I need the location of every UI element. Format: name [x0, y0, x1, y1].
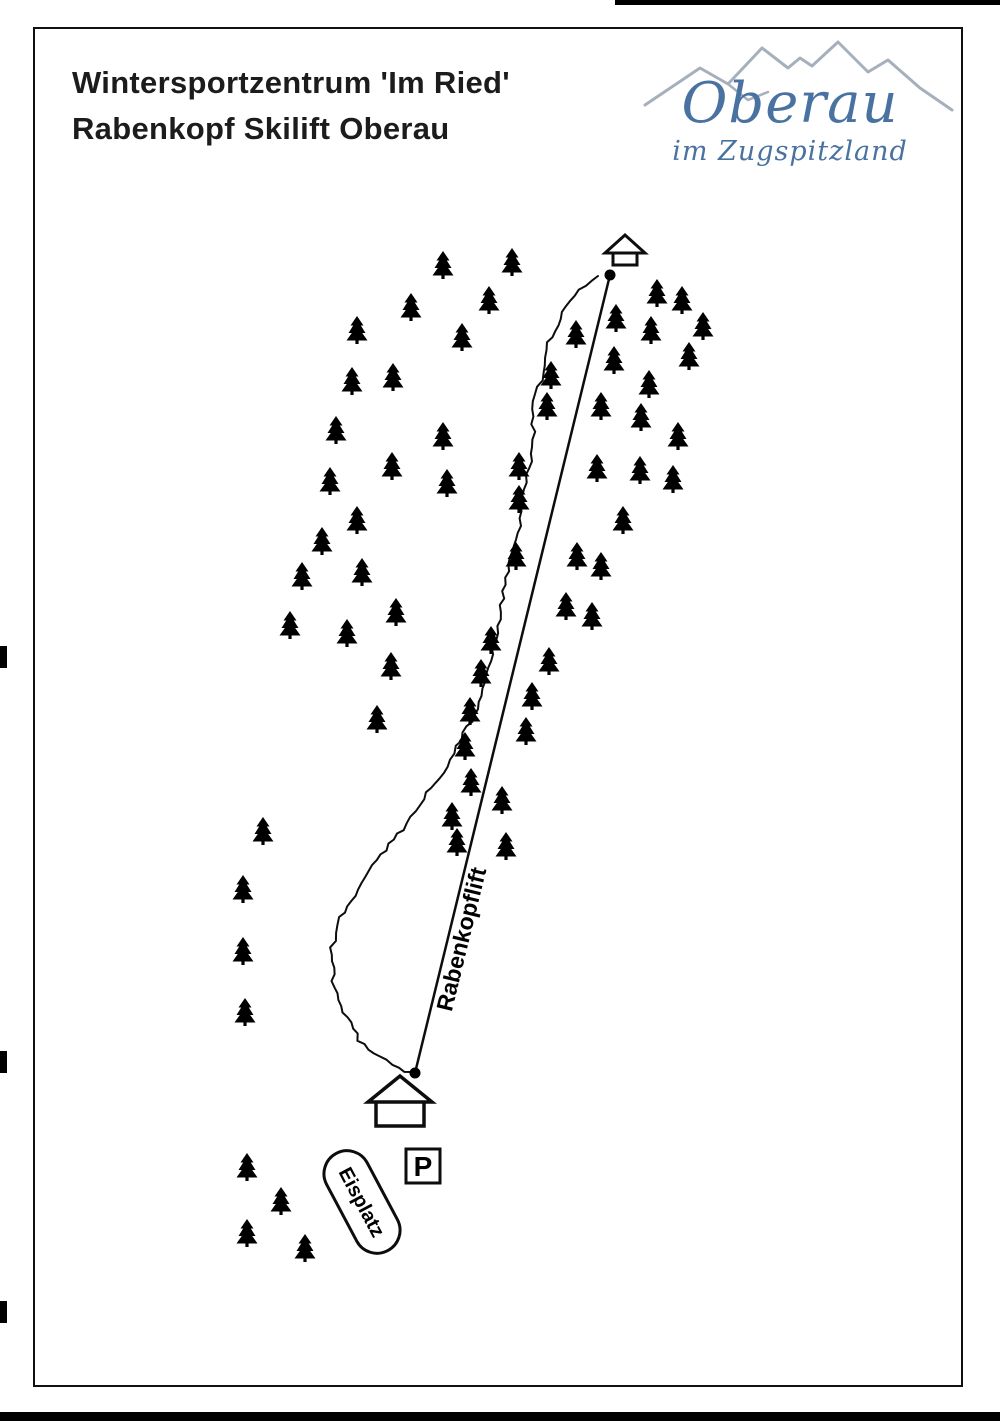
pine-tree-icon: [236, 1153, 258, 1181]
pine-tree-icon: [460, 768, 482, 796]
top-station-roof: [601, 232, 649, 255]
pine-tree-icon: [491, 786, 513, 814]
pine-tree-icon: [446, 828, 468, 856]
pine-tree-icon: [629, 456, 651, 484]
page-title: Wintersportzentrum 'Im Ried' Rabenkopf S…: [72, 60, 510, 152]
lift-line: [413, 274, 612, 1074]
pine-tree-icon: [346, 316, 368, 344]
pine-tree-icon: [536, 392, 558, 420]
pine-tree-icon: [603, 346, 625, 374]
pine-tree-icon: [538, 647, 560, 675]
parking-box: [404, 1147, 442, 1185]
logo-subtitle: im Zugspitzland: [672, 136, 908, 167]
pine-tree-icon: [508, 452, 530, 480]
parking-sign: P: [404, 1147, 442, 1185]
pine-tree-icon: [555, 592, 577, 620]
pine-tree-icon: [590, 392, 612, 420]
pine-tree-icon: [366, 705, 388, 733]
pine-tree-icon: [640, 316, 662, 344]
lift-bottom-dot: [409, 1067, 421, 1079]
pine-tree-icon: [441, 802, 463, 830]
pine-tree-icon: [678, 342, 700, 370]
pine-tree-icon: [630, 403, 652, 431]
scan-artifact-bottom: [0, 1412, 1000, 1421]
scan-artifact-left-tick: [0, 646, 7, 668]
pine-tree-icon: [385, 598, 407, 626]
pine-tree-icon: [590, 552, 612, 580]
pine-tree-icon: [501, 248, 523, 276]
ski-lift: Rabenkopflift: [409, 269, 616, 1079]
pine-tree-icon: [605, 304, 627, 332]
pine-tree-icon: [294, 1234, 316, 1262]
scan-artifact-left-tick: [0, 1301, 7, 1323]
pine-tree-icon: [382, 363, 404, 391]
pine-tree-icon: [508, 485, 530, 513]
pine-tree-icon: [454, 732, 476, 760]
pine-tree-icon: [505, 542, 527, 570]
lift-top-dot: [604, 269, 616, 281]
pine-tree-icon: [495, 832, 517, 860]
pine-tree-icon: [565, 320, 587, 348]
pine-tree-icon: [662, 465, 684, 493]
pine-tree-icon: [232, 875, 254, 903]
pine-tree-icon: [692, 312, 714, 340]
bottom-station-roof: [363, 1073, 437, 1104]
pine-tree-icon: [478, 286, 500, 314]
pine-tree-icon: [279, 611, 301, 639]
ice-rink-outline: [322, 1149, 402, 1255]
mountain-ridge-icon: [726, 82, 770, 102]
slope-boundary-line: [329, 275, 599, 1073]
parking-label: P: [414, 1151, 433, 1182]
lift-label: Rabenkopflift: [431, 864, 491, 1013]
pine-tree-icon: [380, 652, 402, 680]
pine-tree-icon: [325, 416, 347, 444]
top-station-icon: [601, 232, 649, 267]
pine-tree-icon: [667, 422, 689, 450]
bottom-station-icon: [363, 1073, 437, 1128]
pine-tree-icon: [381, 452, 403, 480]
pine-tree-icon: [581, 602, 603, 630]
forest: [232, 248, 714, 1262]
pine-tree-icon: [521, 682, 543, 710]
scan-artifact-left-tick: [0, 1051, 7, 1073]
title-line-1: Wintersportzentrum 'Im Ried': [72, 65, 510, 100]
pine-tree-icon: [232, 937, 254, 965]
pine-tree-icon: [515, 717, 537, 745]
logo-name: Oberau: [681, 71, 898, 136]
pine-tree-icon: [432, 422, 454, 450]
pine-tree-icon: [351, 558, 373, 586]
pine-tree-icon: [638, 370, 660, 398]
scan-artifact-top-right: [615, 0, 1000, 5]
oberau-logo: Oberau im Zugspitzland: [643, 40, 954, 167]
pine-tree-icon: [646, 279, 668, 307]
page-border: [33, 27, 963, 1387]
pine-tree-icon: [252, 817, 274, 845]
pine-tree-icon: [319, 467, 341, 495]
pine-tree-icon: [236, 1219, 258, 1247]
pine-tree-icon: [586, 454, 608, 482]
pine-tree-icon: [612, 506, 634, 534]
bottom-station-body: [374, 1098, 426, 1128]
pine-tree-icon: [566, 542, 588, 570]
pine-tree-icon: [451, 323, 473, 351]
pine-tree-icon: [436, 469, 458, 497]
pine-tree-icon: [234, 998, 256, 1026]
ice-rink: Eisplatz: [322, 1149, 402, 1255]
pine-tree-icon: [470, 659, 492, 687]
title-line-2: Rabenkopf Skilift Oberau: [72, 111, 450, 146]
pine-tree-icon: [341, 367, 363, 395]
pine-tree-icon: [336, 619, 358, 647]
mountain-outline-icon: [643, 40, 954, 112]
pine-tree-icon: [671, 286, 693, 314]
pine-tree-icon: [291, 562, 313, 590]
pine-tree-icon: [270, 1187, 292, 1215]
pine-tree-icon: [346, 506, 368, 534]
pine-tree-icon: [311, 527, 333, 555]
pine-tree-icon: [400, 293, 422, 321]
pine-tree-icon: [432, 251, 454, 279]
